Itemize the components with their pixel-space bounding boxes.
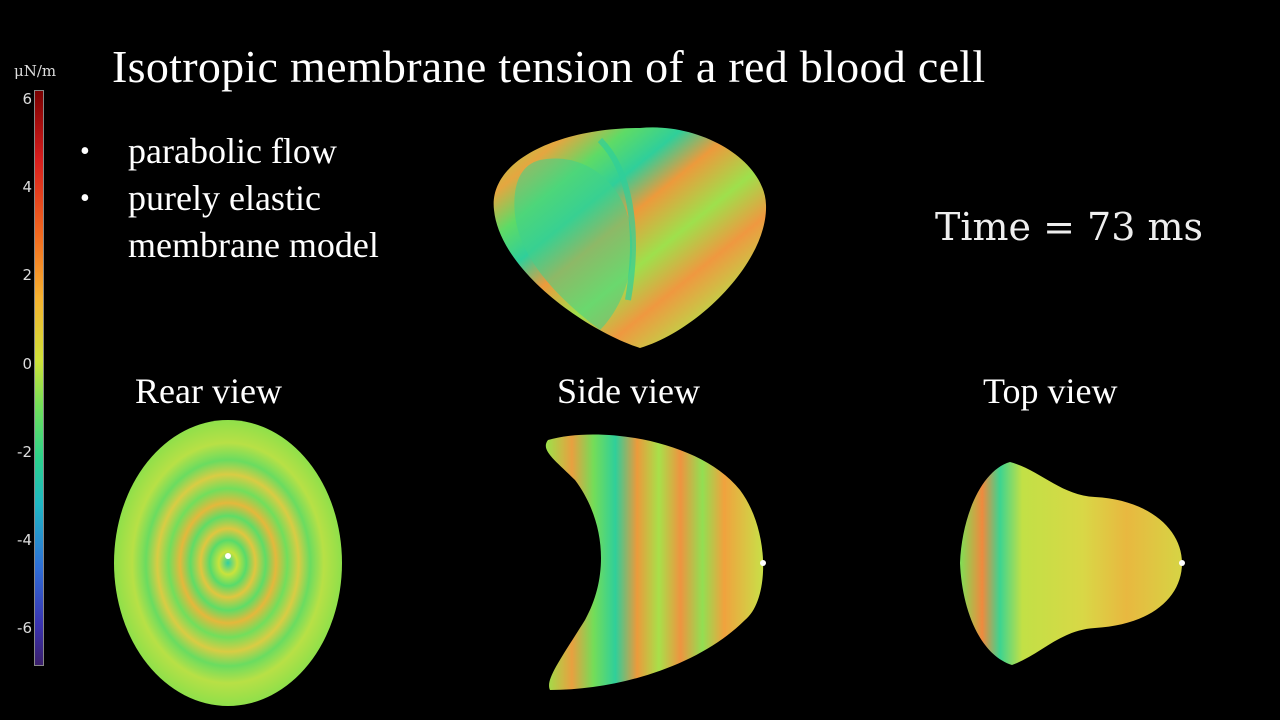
side-view-label: Side view: [557, 371, 700, 411]
bullet-line: purely elastic: [128, 178, 321, 218]
colorbar-unit: μN/m: [14, 62, 57, 80]
cell-3d-ridge: [597, 137, 636, 301]
time-readout: Time = 73 ms: [935, 205, 1203, 249]
colorbar-tick: -6: [17, 619, 32, 637]
colorbar-tick: 0: [22, 355, 32, 373]
bullet-line: membrane model: [128, 225, 379, 265]
bullet-list: • parabolic flow • purely elastic membra…: [80, 128, 379, 269]
colorbar-tick: -4: [17, 531, 32, 549]
bullet-marker: •: [80, 136, 90, 167]
rear-view-label: Rear view: [135, 371, 282, 411]
colorbar-tick: 6: [22, 90, 32, 108]
top-view-marker: [1179, 560, 1185, 566]
bullet-text: purely elastic membrane model: [128, 175, 379, 269]
colorbar-tick: 2: [22, 266, 32, 284]
cell-3d-fold: [514, 158, 633, 330]
bullet-item: • purely elastic membrane model: [80, 175, 379, 269]
colorbar-tick: 4: [22, 178, 32, 196]
rear-view-center-marker: [225, 553, 231, 559]
bullet-marker: •: [80, 183, 90, 214]
cell-rear-view: [114, 420, 342, 706]
top-view-label: Top view: [983, 371, 1118, 411]
page-title: Isotropic membrane tension of a red bloo…: [112, 41, 986, 92]
side-view-marker: [760, 560, 766, 566]
colorbar-tick: -2: [17, 443, 32, 461]
colorbar: [34, 90, 44, 666]
bullet-text: parabolic flow: [128, 131, 337, 171]
cell-side-view: [545, 434, 764, 690]
bullet-item: • parabolic flow: [80, 128, 379, 175]
cell-top-view: [960, 462, 1182, 665]
